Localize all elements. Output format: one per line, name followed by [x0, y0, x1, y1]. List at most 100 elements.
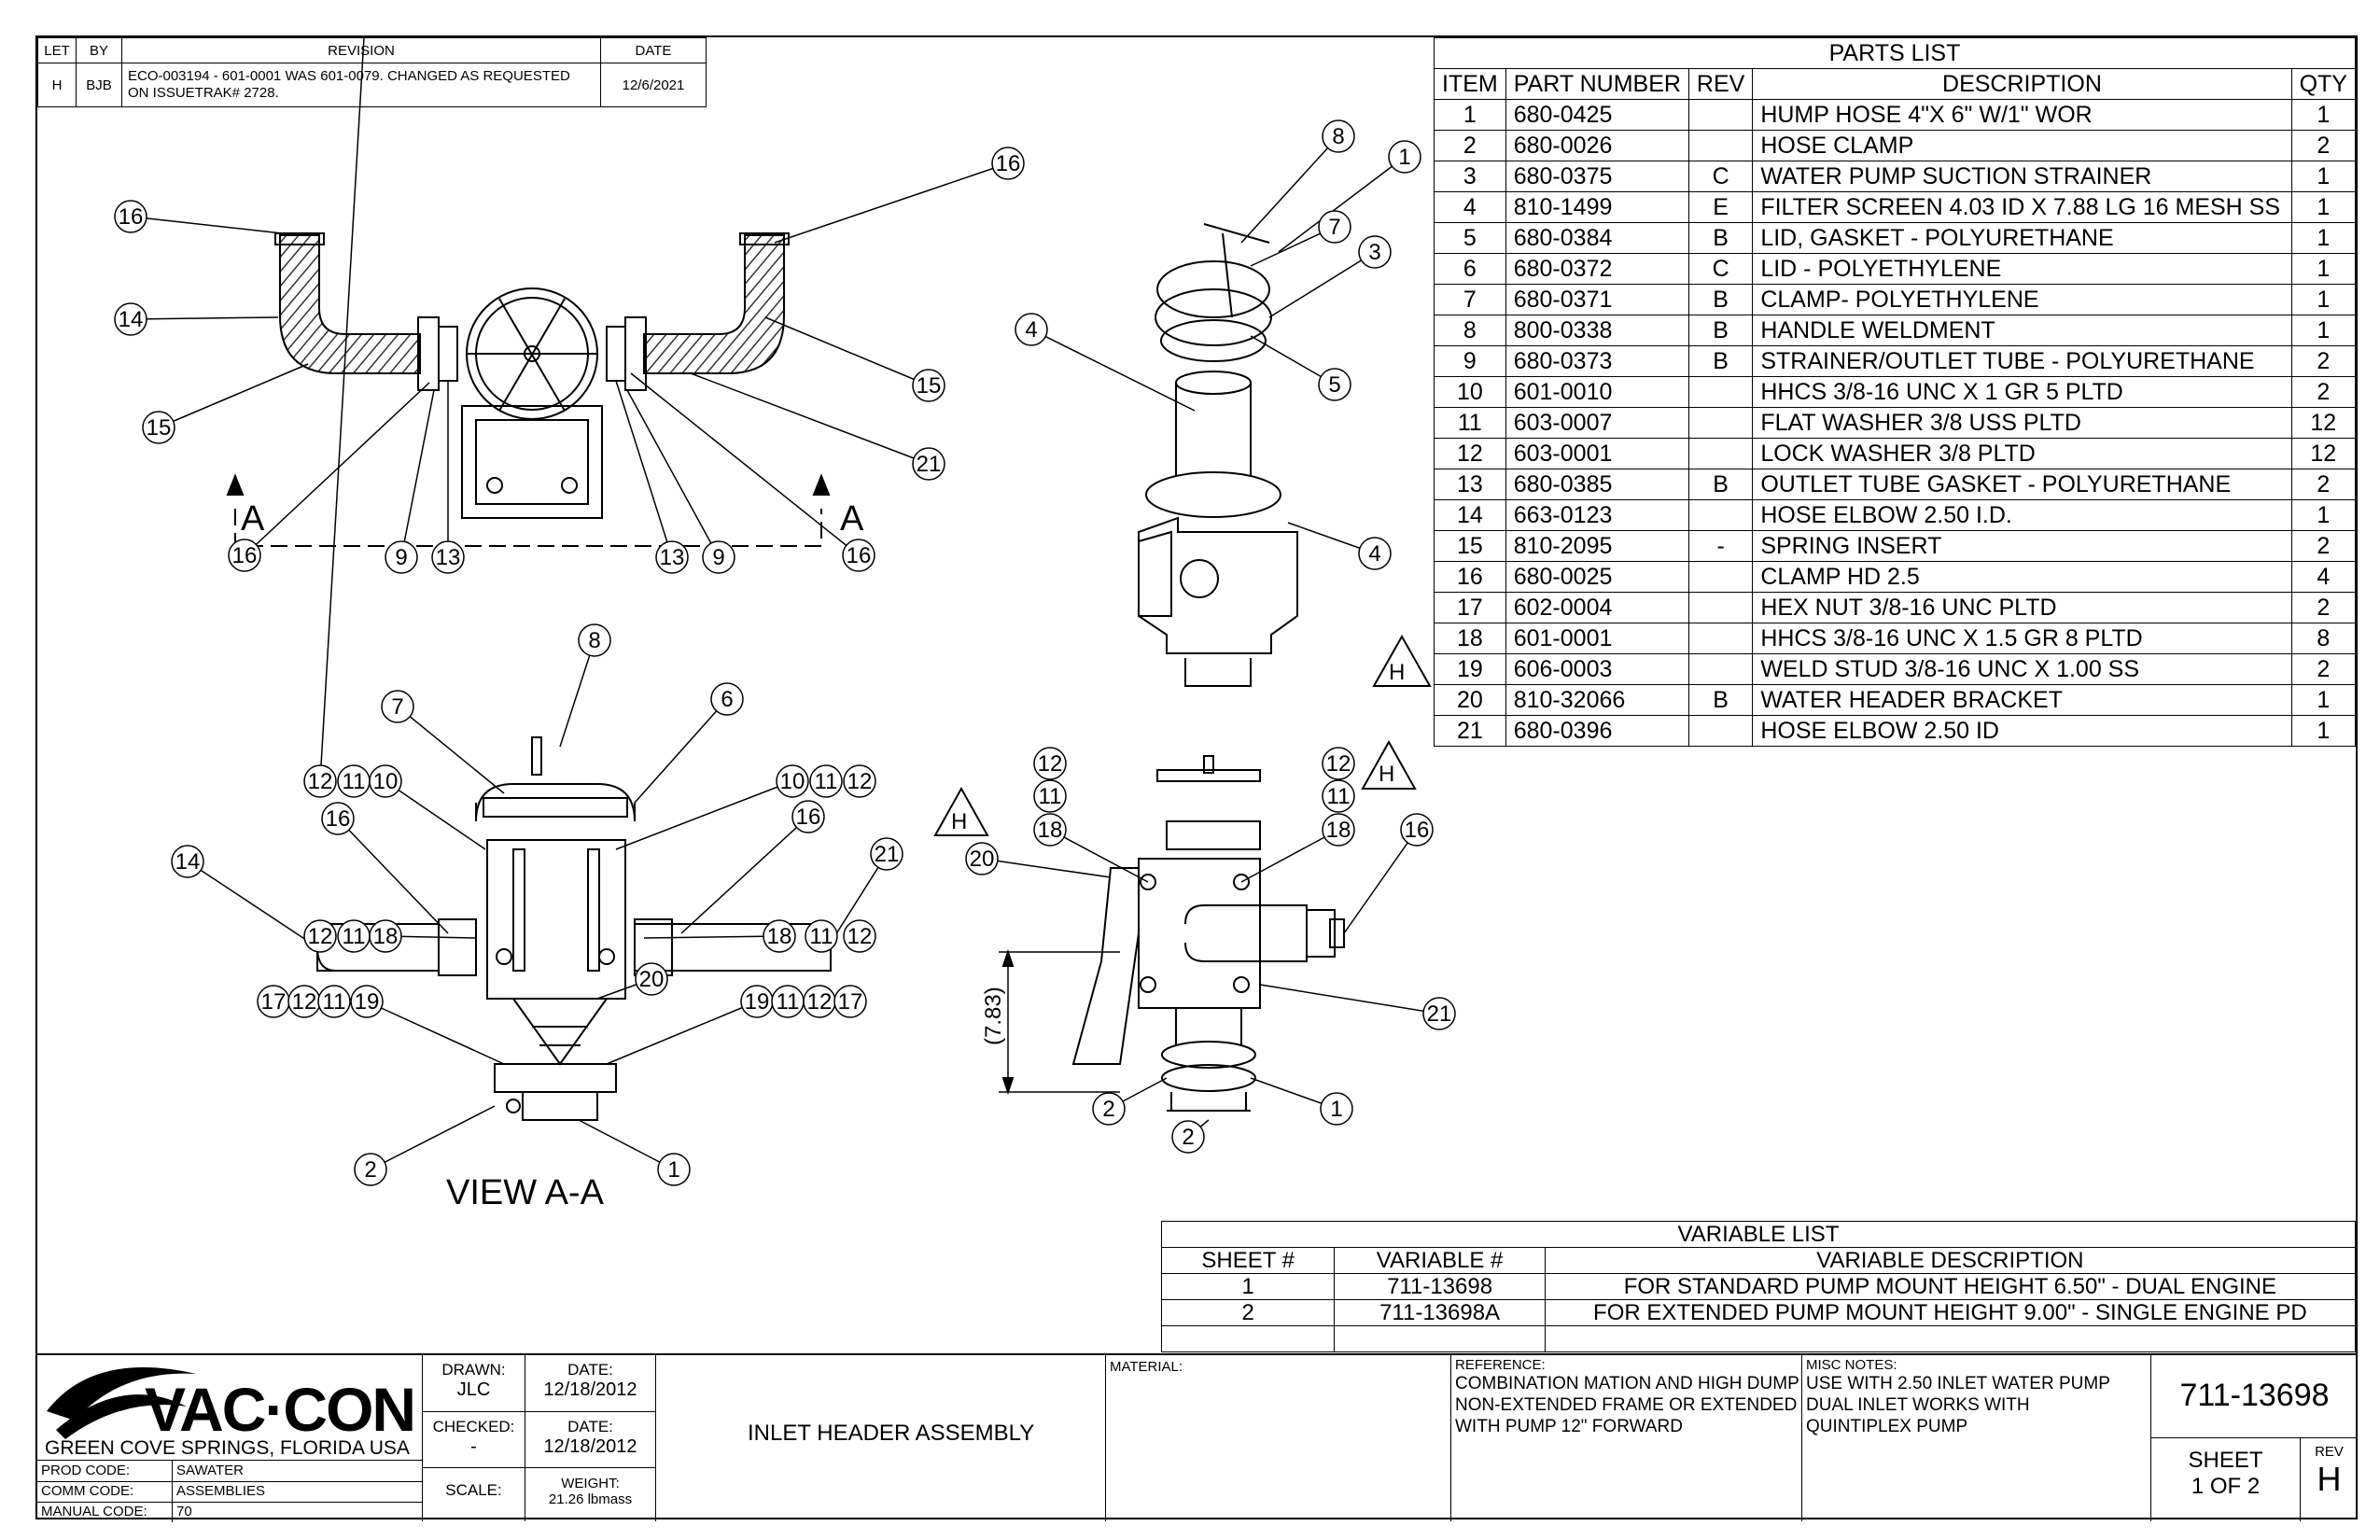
item-balloon: 20	[635, 962, 668, 996]
balloon-number: 15	[147, 415, 172, 441]
item-balloon: 19	[350, 985, 384, 1018]
balloon-circle	[385, 540, 418, 574]
item-balloon: 18	[1322, 813, 1355, 847]
parts-cell-part: 680-0373	[1505, 345, 1689, 377]
item-balloon: 14	[171, 845, 204, 878]
item-balloon: 11	[1322, 779, 1355, 813]
parts-cell-part: 680-0371	[1505, 284, 1689, 315]
parts-cell-item: 11	[1434, 407, 1506, 439]
parts-cell-qty: 2	[2290, 345, 2357, 377]
balloon-circle	[431, 540, 465, 574]
item-balloon: 4	[1358, 537, 1392, 570]
balloon-number: 12	[308, 924, 333, 949]
balloon-number: 11	[323, 989, 346, 1015]
balloon-number: 6	[721, 687, 733, 712]
balloon-circle	[702, 540, 735, 574]
sheet-cell: SHEET 1 OF 2	[2150, 1437, 2300, 1521]
weight-value: 21.26 lbmass	[548, 1491, 633, 1507]
item-balloon: 12	[843, 764, 876, 798]
item-balloon: 15	[142, 411, 175, 444]
isometric-view	[1138, 223, 1298, 687]
title-block: VAC·CON GREEN COVE SPRINGS, FLORIDA USA …	[37, 1353, 2358, 1522]
rev-value: H	[2317, 1460, 2342, 1498]
leader-line	[1240, 135, 1339, 244]
reference-cell: REFERENCE: COMBINATION MATION AND HIGH D…	[1450, 1355, 1801, 1521]
parts-cell-item: 13	[1434, 469, 1506, 500]
leader-line	[1268, 251, 1376, 318]
balloon-number: 12	[292, 989, 317, 1015]
sheet-value: 1 OF 2	[2191, 1474, 2261, 1499]
balloon-number: 21	[917, 452, 942, 477]
item-balloon: 21	[870, 837, 903, 871]
rev-triangle-text-left: H	[951, 809, 967, 834]
balloon-circle	[1033, 813, 1067, 847]
parts-cell-qty: 12	[2290, 438, 2357, 469]
item-balloon: 8	[1322, 119, 1355, 153]
parts-cell-desc: OUTLET TUBE GASKET - POLYURETHANE	[1752, 469, 2292, 500]
item-balloon: 16	[1400, 813, 1434, 847]
item-balloon: 16	[842, 539, 875, 572]
parts-cell-part: 800-0338	[1505, 315, 1689, 346]
parts-cell-desc: HUMP HOSE 4"X 6" W/1" WOR	[1752, 99, 2292, 131]
item-balloon: 15	[912, 369, 945, 402]
balloon-number: 1	[1398, 145, 1410, 170]
rev-date: 12/6/2021	[600, 63, 707, 107]
parts-cell-item: 15	[1434, 530, 1506, 562]
item-balloon: 18	[369, 919, 402, 953]
side-view	[999, 755, 1345, 1112]
balloon-number: 16	[1405, 818, 1430, 843]
balloon-number: 15	[917, 373, 942, 399]
balloon-number: 1	[667, 1157, 679, 1183]
parts-cell-qty: 1	[2290, 715, 2357, 747]
item-balloon: 12	[303, 764, 337, 798]
balloon-number: 12	[308, 769, 333, 794]
balloon-circle	[303, 764, 337, 798]
parts-cell-part: 601-0001	[1505, 623, 1689, 654]
leader-line	[680, 816, 809, 934]
checked-date-cell: DATE: 12/18/2012	[525, 1411, 655, 1467]
item-balloon: 11	[1033, 779, 1067, 813]
balloon-number: 11	[815, 769, 838, 794]
leader-line	[774, 162, 1009, 244]
parts-cell-desc: CLAMP- POLYETHYLENE	[1752, 284, 2292, 315]
balloon-number: 12	[1038, 751, 1063, 777]
balloon-circle	[1033, 779, 1067, 813]
prod-code-label: PROD CODE:	[41, 1463, 131, 1478]
item-balloon: 1	[1388, 140, 1421, 174]
leader-line	[370, 1105, 496, 1170]
balloon-circle	[843, 919, 876, 953]
item-balloon: 1	[1320, 1092, 1353, 1126]
vaccon-swoosh-icon	[47, 1367, 196, 1439]
parts-cell-qty: 2	[2290, 592, 2357, 623]
item-balloon: 17	[257, 985, 290, 1018]
rev-triangle-parts	[1372, 634, 1432, 687]
balloon-number: 9	[712, 545, 724, 570]
leader-line	[319, 37, 365, 782]
balloon-circle	[228, 539, 261, 572]
manual-code-value: 70	[172, 1502, 192, 1522]
balloon-number: 17	[838, 989, 863, 1015]
parts-cell-desc: SPRING INSERT	[1752, 530, 2292, 562]
section-letter-left: A	[241, 499, 265, 539]
parts-cell-rev: B	[1687, 284, 1754, 315]
misc-notes-cell: MISC NOTES: USE WITH 2.50 INLET WATER PU…	[1801, 1355, 2150, 1521]
balloon-number: 20	[970, 847, 995, 872]
balloon-circle	[369, 764, 402, 798]
item-balloon: 12	[843, 919, 876, 953]
parts-cell-desc: FILTER SCREEN 4.03 ID X 7.88 LG 16 MESH …	[1752, 191, 2292, 223]
parts-cell-part: 680-0425	[1505, 99, 1689, 131]
balloon-circle	[381, 690, 414, 723]
balloon-circle	[805, 919, 838, 953]
balloon-number: 16	[847, 543, 872, 568]
balloon-number: 5	[1328, 372, 1340, 398]
balloon-circle	[1092, 1092, 1126, 1126]
balloon-circle	[1400, 813, 1434, 847]
balloon-number: 18	[373, 924, 399, 949]
item-balloon: 12	[303, 919, 337, 953]
balloon-number: 11	[343, 924, 366, 949]
view-aa	[316, 736, 832, 1121]
leader-line	[130, 216, 283, 234]
title-cell: INLET HEADER ASSEMBLY	[655, 1355, 1105, 1521]
